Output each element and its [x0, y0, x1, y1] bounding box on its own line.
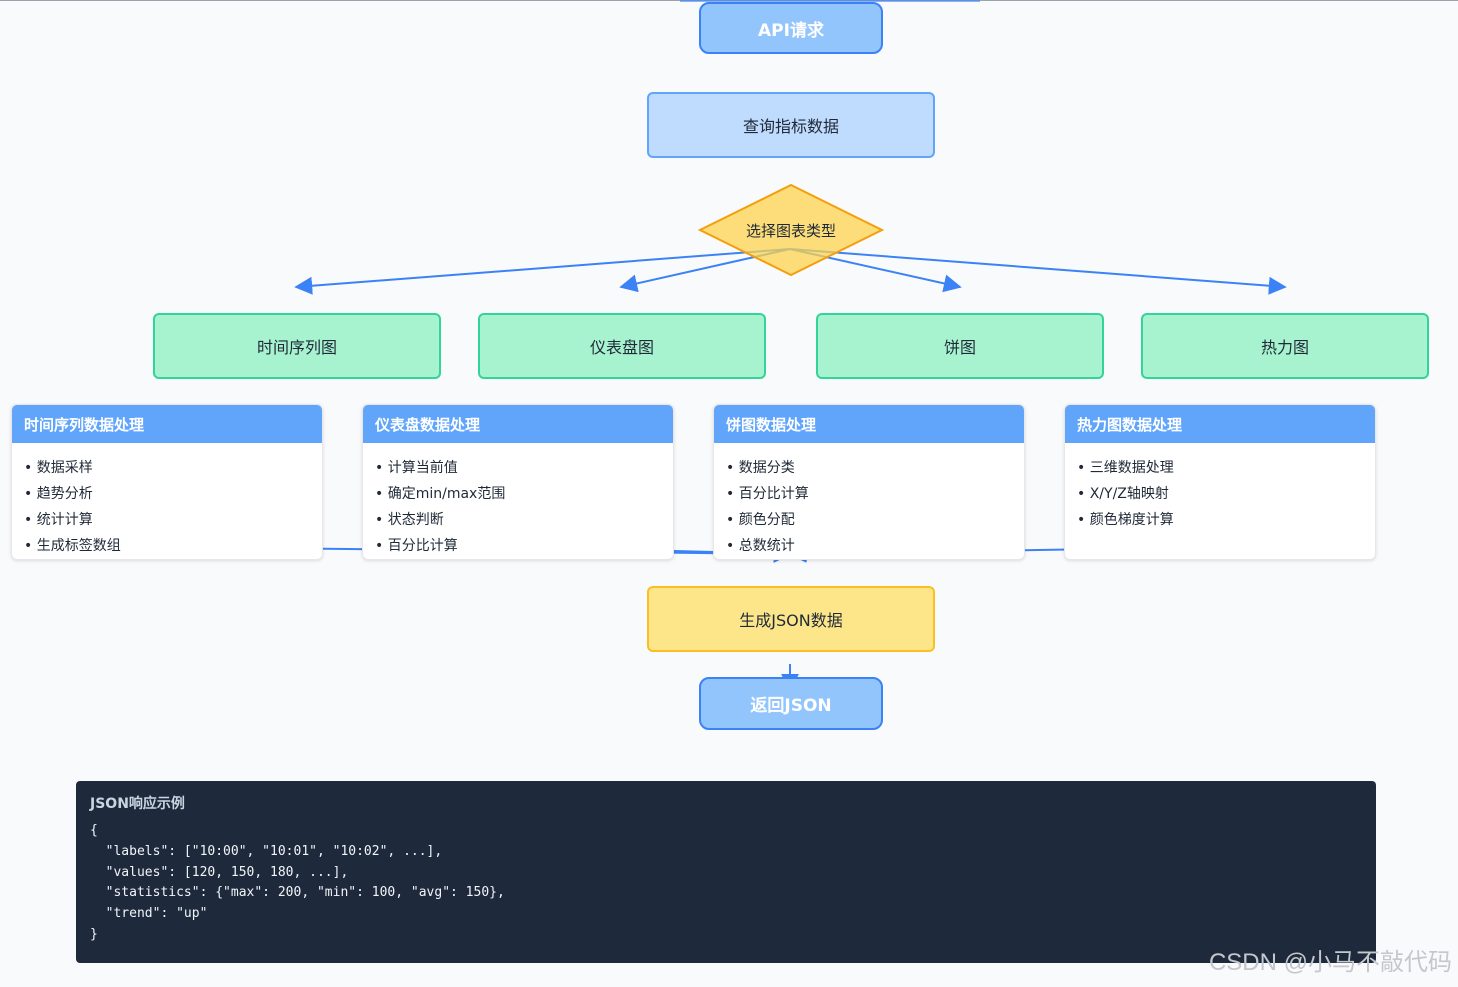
chart-type-decision: 选择图表类型: [698, 184, 884, 276]
heatmap-processing-card: 热力图数据处理 三维数据处理 X/Y/Z轴映射 颜色梯度计算: [1064, 404, 1376, 560]
heatmap-chart-node: 热力图: [1141, 313, 1429, 379]
card-item: 趋势分析: [24, 481, 322, 507]
pie-chart-node: 饼图: [816, 313, 1104, 379]
card-item: 颜色梯度计算: [1077, 507, 1375, 533]
time-series-chart-node: 时间序列图: [153, 313, 441, 379]
card-item: 确定min/max范围: [375, 481, 673, 507]
card-title: 时间序列数据处理: [12, 405, 322, 443]
arrow-to-time-series: [294, 248, 791, 295]
json-example-title: JSON响应示例: [90, 796, 185, 812]
gauge-chart-label: 仪表盘图: [589, 338, 654, 357]
card-item: 数据采样: [24, 455, 322, 481]
card-title: 仪表盘数据处理: [363, 405, 673, 443]
arrow-to-heatmap: [789, 248, 1287, 295]
card-title: 热力图数据处理: [1065, 405, 1375, 443]
pie-chart-label: 饼图: [943, 338, 976, 357]
generate-json-label: 生成JSON数据: [739, 611, 843, 630]
return-json-node: 返回JSON: [699, 677, 883, 730]
card-item: 计算当前值: [375, 455, 673, 481]
query-metrics-node: 查询指标数据: [647, 92, 935, 158]
card-item: 总数统计: [726, 533, 1024, 559]
json-example-panel: JSON响应示例 { "labels": ["10:00", "10:01", …: [76, 781, 1376, 963]
card-item-list: 数据采样 趋势分析 统计计算 生成标签数组: [12, 443, 322, 559]
card-item: 数据分类: [726, 455, 1024, 481]
api-request-node: API请求: [699, 2, 883, 54]
card-item: 生成标签数组: [24, 533, 322, 559]
top-border-accent: [680, 0, 980, 2]
api-request-label: API请求: [758, 20, 824, 41]
card-item-list: 计算当前值 确定min/max范围 状态判断 百分比计算: [363, 443, 673, 559]
card-item: 百分比计算: [726, 481, 1024, 507]
card-item: 三维数据处理: [1077, 455, 1375, 481]
card-item: 状态判断: [375, 507, 673, 533]
query-metrics-label: 查询指标数据: [742, 117, 839, 136]
time-series-processing-card: 时间序列数据处理 数据采样 趋势分析 统计计算 生成标签数组: [11, 404, 323, 560]
card-item-list: 数据分类 百分比计算 颜色分配 总数统计: [714, 443, 1024, 559]
card-item: 颜色分配: [726, 507, 1024, 533]
gauge-chart-node: 仪表盘图: [478, 313, 766, 379]
generate-json-node: 生成JSON数据: [647, 586, 935, 652]
json-example-code: { "labels": ["10:00", "10:01", "10:02", …: [90, 823, 505, 942]
decision-label: 选择图表类型: [745, 221, 836, 240]
card-item: X/Y/Z轴映射: [1077, 481, 1375, 507]
card-title: 饼图数据处理: [714, 405, 1024, 443]
decision-diamond-shape: [698, 184, 884, 276]
gauge-processing-card: 仪表盘数据处理 计算当前值 确定min/max范围 状态判断 百分比计算: [362, 404, 674, 560]
time-series-chart-label: 时间序列图: [256, 338, 337, 357]
card-item: 统计计算: [24, 507, 322, 533]
heatmap-chart-label: 热力图: [1260, 338, 1309, 357]
card-item-list: 三维数据处理 X/Y/Z轴映射 颜色梯度计算: [1065, 443, 1375, 533]
csdn-watermark: CSDN @小马不敲代码: [1208, 949, 1452, 976]
return-json-label: 返回JSON: [750, 696, 832, 716]
pie-processing-card: 饼图数据处理 数据分类 百分比计算 颜色分配 总数统计: [713, 404, 1025, 560]
card-item: 百分比计算: [375, 533, 673, 559]
